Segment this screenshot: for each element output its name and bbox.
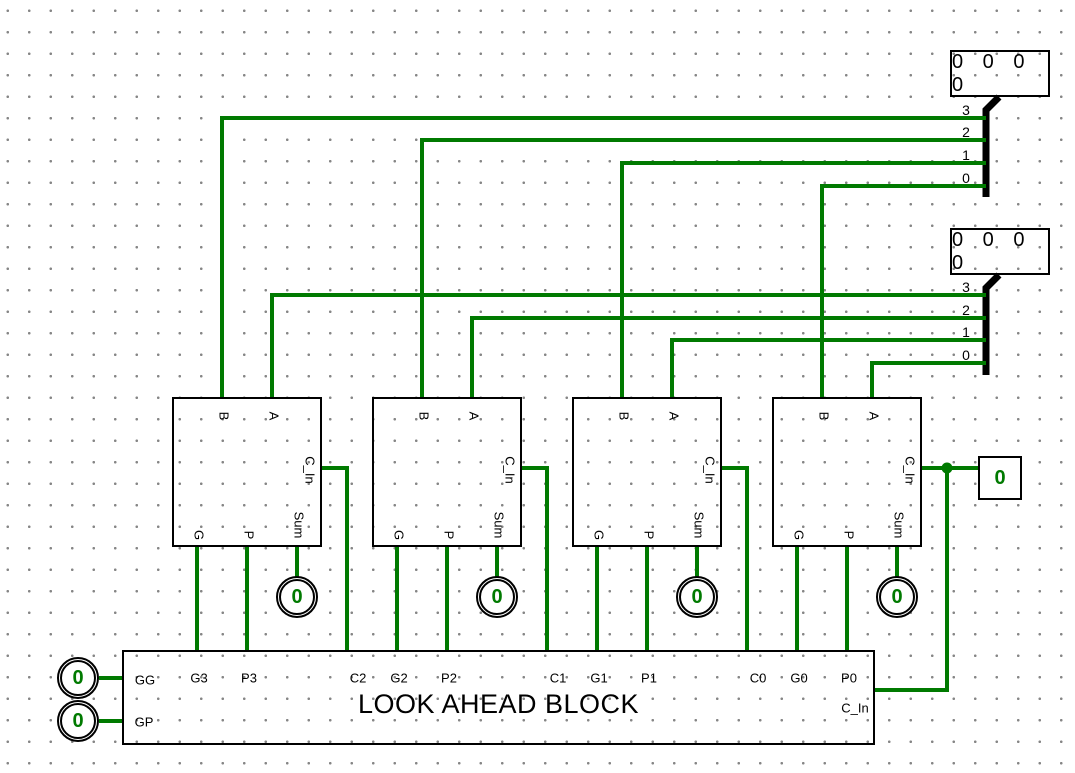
adder-block-2[interactable]: B A C_In Sum G P xyxy=(372,397,522,547)
wire-c2[interactable] xyxy=(322,466,349,650)
la-pin-label-gg: GG xyxy=(134,672,156,688)
probe-sum1[interactable]: 0 xyxy=(676,576,718,618)
adder0-pin-label-b: B xyxy=(816,411,832,421)
probe-sum2-value: 0 xyxy=(491,586,503,608)
adder1-pin-label-g: G xyxy=(591,529,607,541)
adder3-pin-label-g: G xyxy=(191,529,207,541)
splitter-a-bit1-label: 1 xyxy=(962,324,970,340)
la-pin-label-g0: G0 xyxy=(790,670,808,686)
probe-sum0[interactable]: 0 xyxy=(876,576,918,618)
probe-gp-value: 0 xyxy=(72,710,84,732)
probe-sum1-value: 0 xyxy=(691,586,703,608)
adder0-pin-label-p: P xyxy=(841,530,857,540)
adder-block-0[interactable]: B A C_In Sum G P xyxy=(772,397,922,547)
splitter-a-spine[interactable] xyxy=(982,272,1002,375)
probe-sum2[interactable]: 0 xyxy=(476,576,518,618)
la-pin-label-p2: P2 xyxy=(441,670,457,686)
wire-a1[interactable] xyxy=(670,338,986,397)
adder3-pin-label-a: A xyxy=(266,411,282,421)
probe-sum0-value: 0 xyxy=(891,586,903,608)
probe-gg-value: 0 xyxy=(72,667,84,689)
input-pin-b-vector[interactable]: 0 0 0 0 xyxy=(950,50,1050,97)
wire-b3[interactable] xyxy=(220,116,986,397)
adder2-pin-label-g: G xyxy=(391,529,407,541)
adder0-pin-label-a: A xyxy=(866,411,882,421)
wire-b2[interactable] xyxy=(420,138,986,397)
la-pin-label-cin: C_In xyxy=(841,700,869,716)
look-ahead-block-title: LOOK AHEAD BLOCK xyxy=(357,689,640,719)
wire-a3[interactable] xyxy=(270,293,986,397)
la-pin-label-c1: C1 xyxy=(549,670,567,686)
la-pin-label-g3: G3 xyxy=(190,670,208,686)
adder3-pin-label-cin: C_In xyxy=(302,456,318,484)
splitter-b-spine[interactable] xyxy=(982,94,1002,197)
probe-sum3[interactable]: 0 xyxy=(276,576,318,618)
la-pin-label-g1: G1 xyxy=(590,670,608,686)
adder3-pin-label-b: B xyxy=(216,411,232,421)
probe-sum3-value: 0 xyxy=(291,586,303,608)
adder0-pin-label-sum: Sum xyxy=(891,511,907,539)
la-pin-label-p1: P1 xyxy=(641,670,657,686)
splitter-a-bit3-label: 3 xyxy=(962,279,970,295)
wire-a0[interactable] xyxy=(870,361,986,397)
adder2-pin-label-cin: C_In xyxy=(502,456,518,484)
adder3-pin-label-p: P xyxy=(241,530,257,540)
splitter-b-bit0-label: 0 xyxy=(962,170,970,186)
la-pin-label-g2: G2 xyxy=(390,670,408,686)
adder1-pin-label-b: B xyxy=(616,411,632,421)
adder2-pin-label-p: P xyxy=(441,530,457,540)
adder2-pin-label-b: B xyxy=(416,411,432,421)
adder1-pin-label-sum: Sum xyxy=(691,511,707,539)
probe-gg[interactable]: 0 xyxy=(57,657,99,699)
wire-c0[interactable] xyxy=(722,466,749,650)
wire-junction-cin[interactable] xyxy=(941,462,953,474)
la-pin-label-p3: P3 xyxy=(241,670,257,686)
adder1-pin-label-cin: C_In xyxy=(702,456,718,484)
wire-b0[interactable] xyxy=(820,184,986,397)
splitter-b-bit2-label: 2 xyxy=(962,124,970,140)
splitter-a-bit0-label: 0 xyxy=(962,347,970,363)
la-pin-label-c2: C2 xyxy=(349,670,367,686)
adder1-pin-label-p: P xyxy=(641,530,657,540)
la-pin-label-p0: P0 xyxy=(841,670,857,686)
splitter-a-bit2-label: 2 xyxy=(962,302,970,318)
input-pin-carry-in-value: 0 xyxy=(994,467,1006,489)
look-ahead-block[interactable]: LOOK AHEAD BLOCK GG GP G3 P3 C2 G2 P2 C1… xyxy=(122,650,875,745)
splitter-b-bit3-label: 3 xyxy=(962,102,970,118)
input-pin-a-value: 0 0 0 0 xyxy=(952,228,1026,274)
la-pin-label-c0: C0 xyxy=(749,670,767,686)
adder2-pin-label-sum: Sum xyxy=(491,511,507,539)
probe-gp[interactable]: 0 xyxy=(57,700,99,742)
adder3-pin-label-sum: Sum xyxy=(291,511,307,539)
wire-cin-to-block[interactable] xyxy=(875,468,949,692)
input-pin-b-value: 0 0 0 0 xyxy=(952,50,1026,96)
adder0-pin-label-cin: C_In xyxy=(902,456,918,484)
adder-block-1[interactable]: B A C_In Sum G P xyxy=(572,397,722,547)
input-pin-carry-in[interactable]: 0 xyxy=(978,456,1022,500)
wire-c1[interactable] xyxy=(522,466,549,650)
adder-block-3[interactable]: B A C_In Sum G P xyxy=(172,397,322,547)
wire-a2[interactable] xyxy=(470,316,986,397)
la-pin-label-gp: GP xyxy=(134,714,154,730)
input-pin-a-vector[interactable]: 0 0 0 0 xyxy=(950,228,1050,275)
adder2-pin-label-a: A xyxy=(466,411,482,421)
adder1-pin-label-a: A xyxy=(666,411,682,421)
adder0-pin-label-g: G xyxy=(791,529,807,541)
splitter-b-bit1-label: 1 xyxy=(962,147,970,163)
